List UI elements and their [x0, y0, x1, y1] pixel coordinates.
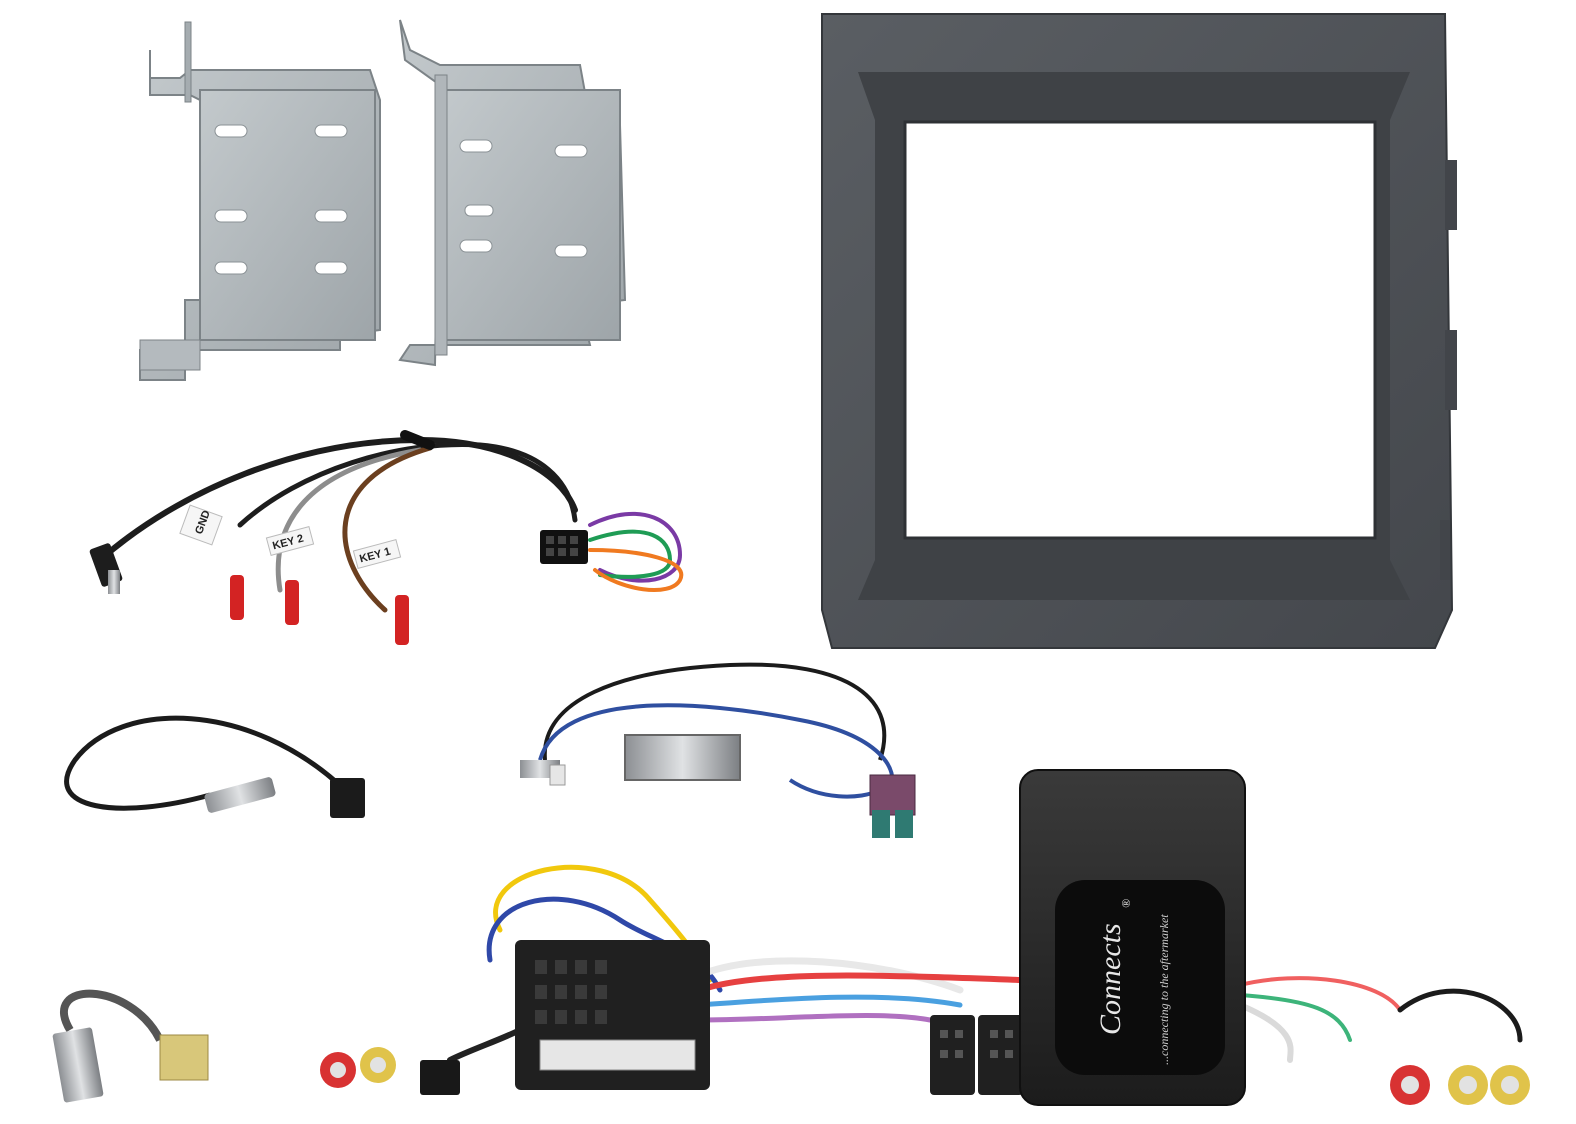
left-mounting-bracket	[139, 21, 381, 381]
iso-connectors	[930, 1015, 1023, 1095]
harness-tag-key2: KEY 2	[265, 526, 315, 556]
rca-connectors-left	[320, 1047, 460, 1095]
right-mounting-bracket	[398, 19, 627, 367]
steering-wheel-control-harness	[97, 430, 684, 613]
harness-tag-key1: KEY 1	[352, 539, 402, 569]
steering-interface-box: Connects ® ...connecting to the aftermar…	[1019, 769, 1246, 1106]
interface-tagline: ...connecting to the aftermarket	[1157, 914, 1171, 1065]
antenna-adaptor-lead	[64, 715, 365, 818]
double-din-fascia	[821, 13, 1457, 649]
usb-fakra-cable	[52, 989, 209, 1103]
phantom-power-antenna-splitter	[520, 662, 916, 838]
multi-pin-connector	[540, 530, 588, 564]
interface-registered-mark: ®	[1119, 899, 1133, 908]
quadlock-connector	[515, 940, 710, 1090]
rca-connectors-right	[1390, 1065, 1530, 1105]
harness-tag-gnd: GND	[179, 504, 223, 546]
interface-brand: Connects	[1094, 923, 1127, 1035]
red-bullet-connectors	[230, 575, 409, 645]
jack-plug-3-5mm	[89, 543, 123, 594]
